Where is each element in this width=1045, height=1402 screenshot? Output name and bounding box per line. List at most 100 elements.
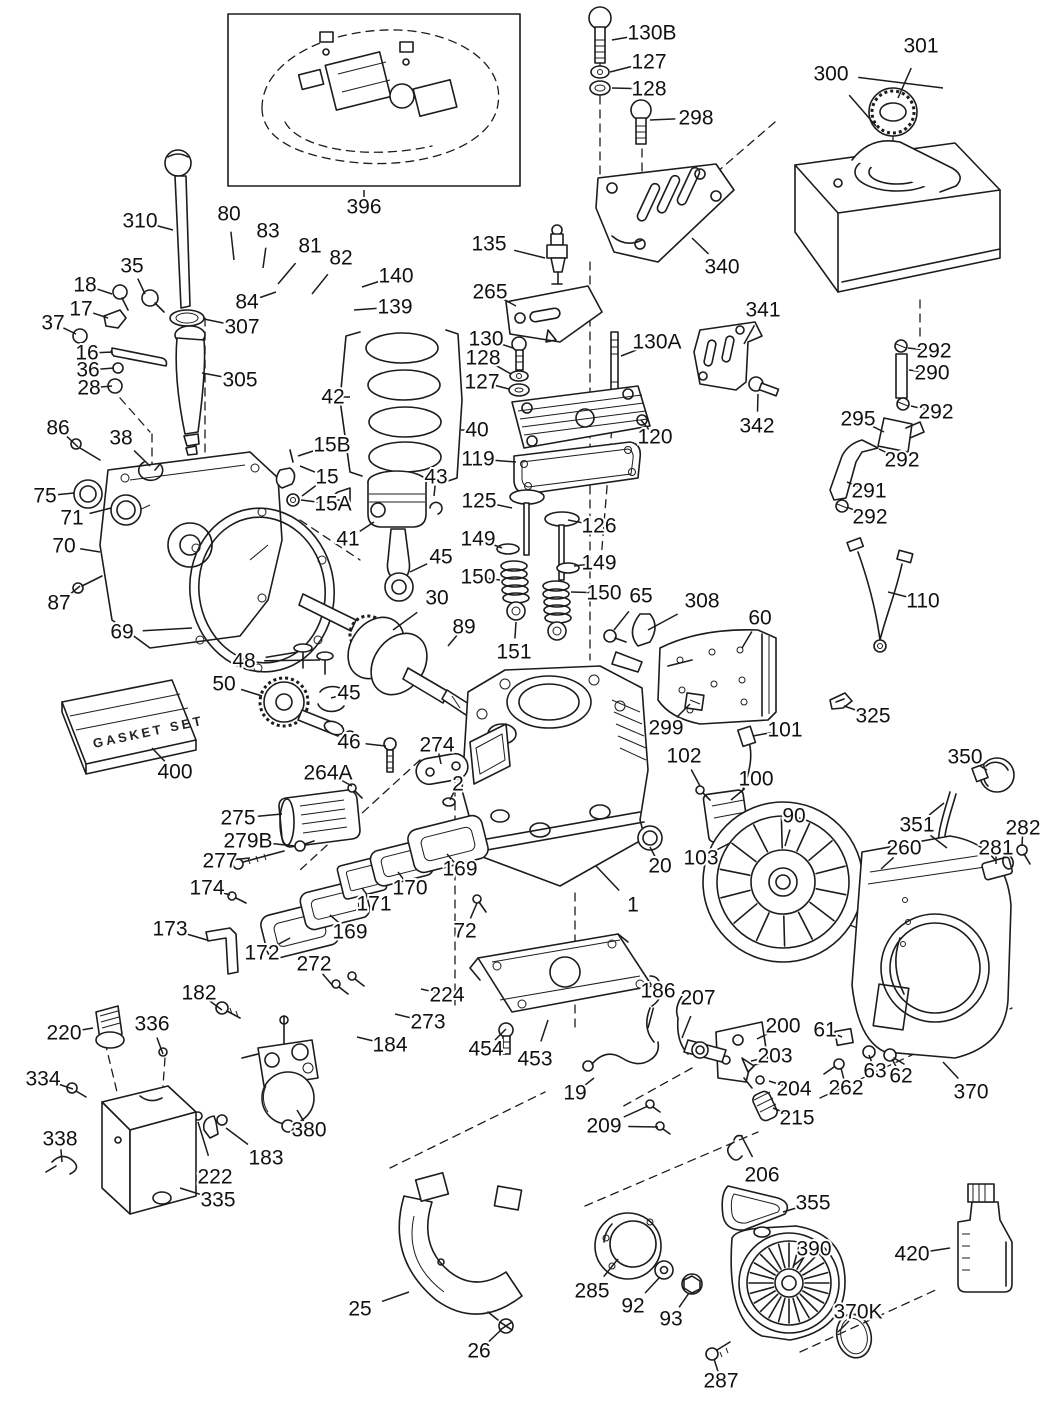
callout-182: 182 (181, 982, 216, 1005)
callout-420: 420 (894, 1243, 929, 1266)
callout-273: 273 (410, 1011, 445, 1034)
oil-fill-tube (174, 325, 206, 456)
leader-line (365, 743, 387, 747)
screw-287 (705, 1341, 731, 1361)
bolt-277 (232, 850, 285, 870)
leader-line (133, 450, 151, 467)
callout-390: 390 (796, 1238, 831, 1261)
leader-line (678, 1292, 690, 1308)
intake-valve-125 (509, 489, 545, 556)
callout-204: 204 (776, 1078, 811, 1101)
bolt-342 (748, 376, 780, 397)
leader-line (397, 871, 406, 882)
bracket-308 (611, 613, 656, 673)
leader-line (269, 842, 296, 847)
callout-183: 183 (248, 1147, 283, 1170)
leader-line (361, 887, 370, 898)
bearing-20 (637, 825, 663, 851)
callout-18: 18 (73, 274, 96, 297)
callout-396: 396 (346, 196, 381, 219)
callout-272: 272 (296, 953, 331, 976)
crankcase-cover (99, 451, 283, 649)
callout-84: 84 (235, 291, 259, 314)
callout-89: 89 (452, 616, 475, 639)
callout-126: 126 (581, 515, 616, 538)
leader-line (690, 769, 701, 787)
callout-20: 20 (648, 855, 671, 878)
leader-line (57, 492, 75, 496)
callout-340: 340 (704, 256, 739, 279)
leader-line (151, 747, 166, 762)
leader-line (137, 278, 146, 295)
leader-line (493, 503, 513, 509)
leader-line (540, 1019, 549, 1042)
heat-shield-340 (595, 163, 735, 263)
leader-line (262, 247, 267, 269)
leader-line (681, 1015, 692, 1039)
leader-line (447, 635, 458, 647)
callout-222: 222 (197, 1166, 232, 1189)
callout-38: 38 (109, 427, 132, 450)
leader-line (928, 1247, 951, 1253)
leader-line (356, 1036, 376, 1043)
callout-102: 102 (666, 745, 701, 768)
leader-line (68, 585, 81, 596)
tank-bracket-341 (693, 321, 763, 391)
leader-line (573, 563, 588, 567)
leader-line (89, 507, 112, 515)
bolt-264A (347, 783, 363, 799)
leader-line (676, 703, 691, 718)
leader-line (740, 1134, 754, 1158)
governor-linkage-fasteners (72, 284, 168, 394)
callout-307: 307 (224, 316, 259, 339)
kill-switch-wire-110 (846, 537, 914, 653)
leader-line (603, 1258, 619, 1278)
callout-92: 92 (621, 1295, 644, 1318)
leader-line (179, 1187, 202, 1196)
callout-172: 172 (244, 942, 279, 965)
callout-101: 101 (767, 719, 802, 742)
leader-line (741, 631, 753, 649)
leader-line (868, 1054, 874, 1065)
spark-plug-135 (546, 224, 568, 285)
bolt-279B (294, 840, 315, 852)
leader-line (628, 1125, 659, 1128)
crankshaft (298, 593, 473, 716)
dipstick (164, 149, 192, 309)
callout-15b: 15B (313, 434, 350, 457)
callout-169: 169 (332, 921, 367, 944)
leader-line (649, 846, 657, 858)
leader-line (494, 1028, 507, 1041)
callout-325: 325 (855, 705, 890, 728)
leader-line (768, 1080, 784, 1087)
callout-60: 60 (748, 607, 771, 630)
callout-292: 292 (918, 401, 953, 424)
leader-line (782, 1206, 800, 1213)
leader-line (713, 842, 731, 852)
leader-line (501, 297, 517, 307)
retainer-38 (137, 461, 164, 482)
callout-338: 338 (42, 1128, 77, 1151)
clip-325 (829, 692, 853, 710)
tappets-48 (293, 643, 334, 675)
leader-line (930, 834, 948, 849)
leader-line (609, 65, 632, 73)
callout-262: 262 (828, 1077, 863, 1100)
leader-line (840, 1067, 845, 1080)
fuel-inlet-183 (202, 1114, 228, 1139)
screw-334 (66, 1082, 87, 1098)
leader-line (869, 424, 885, 433)
callout-26: 26 (467, 1340, 490, 1363)
callout-400: 400 (157, 761, 192, 784)
leader-line (488, 542, 503, 549)
callout-351: 351 (899, 814, 934, 837)
callout-127: 127 (631, 51, 666, 74)
leader-line (98, 351, 114, 354)
callout-174: 174 (189, 877, 224, 900)
blower-housing-260 (851, 835, 1012, 1059)
wiring-harness-inset (227, 13, 521, 187)
exhaust-valve-126 (544, 511, 580, 581)
callout-127: 127 (464, 371, 499, 394)
